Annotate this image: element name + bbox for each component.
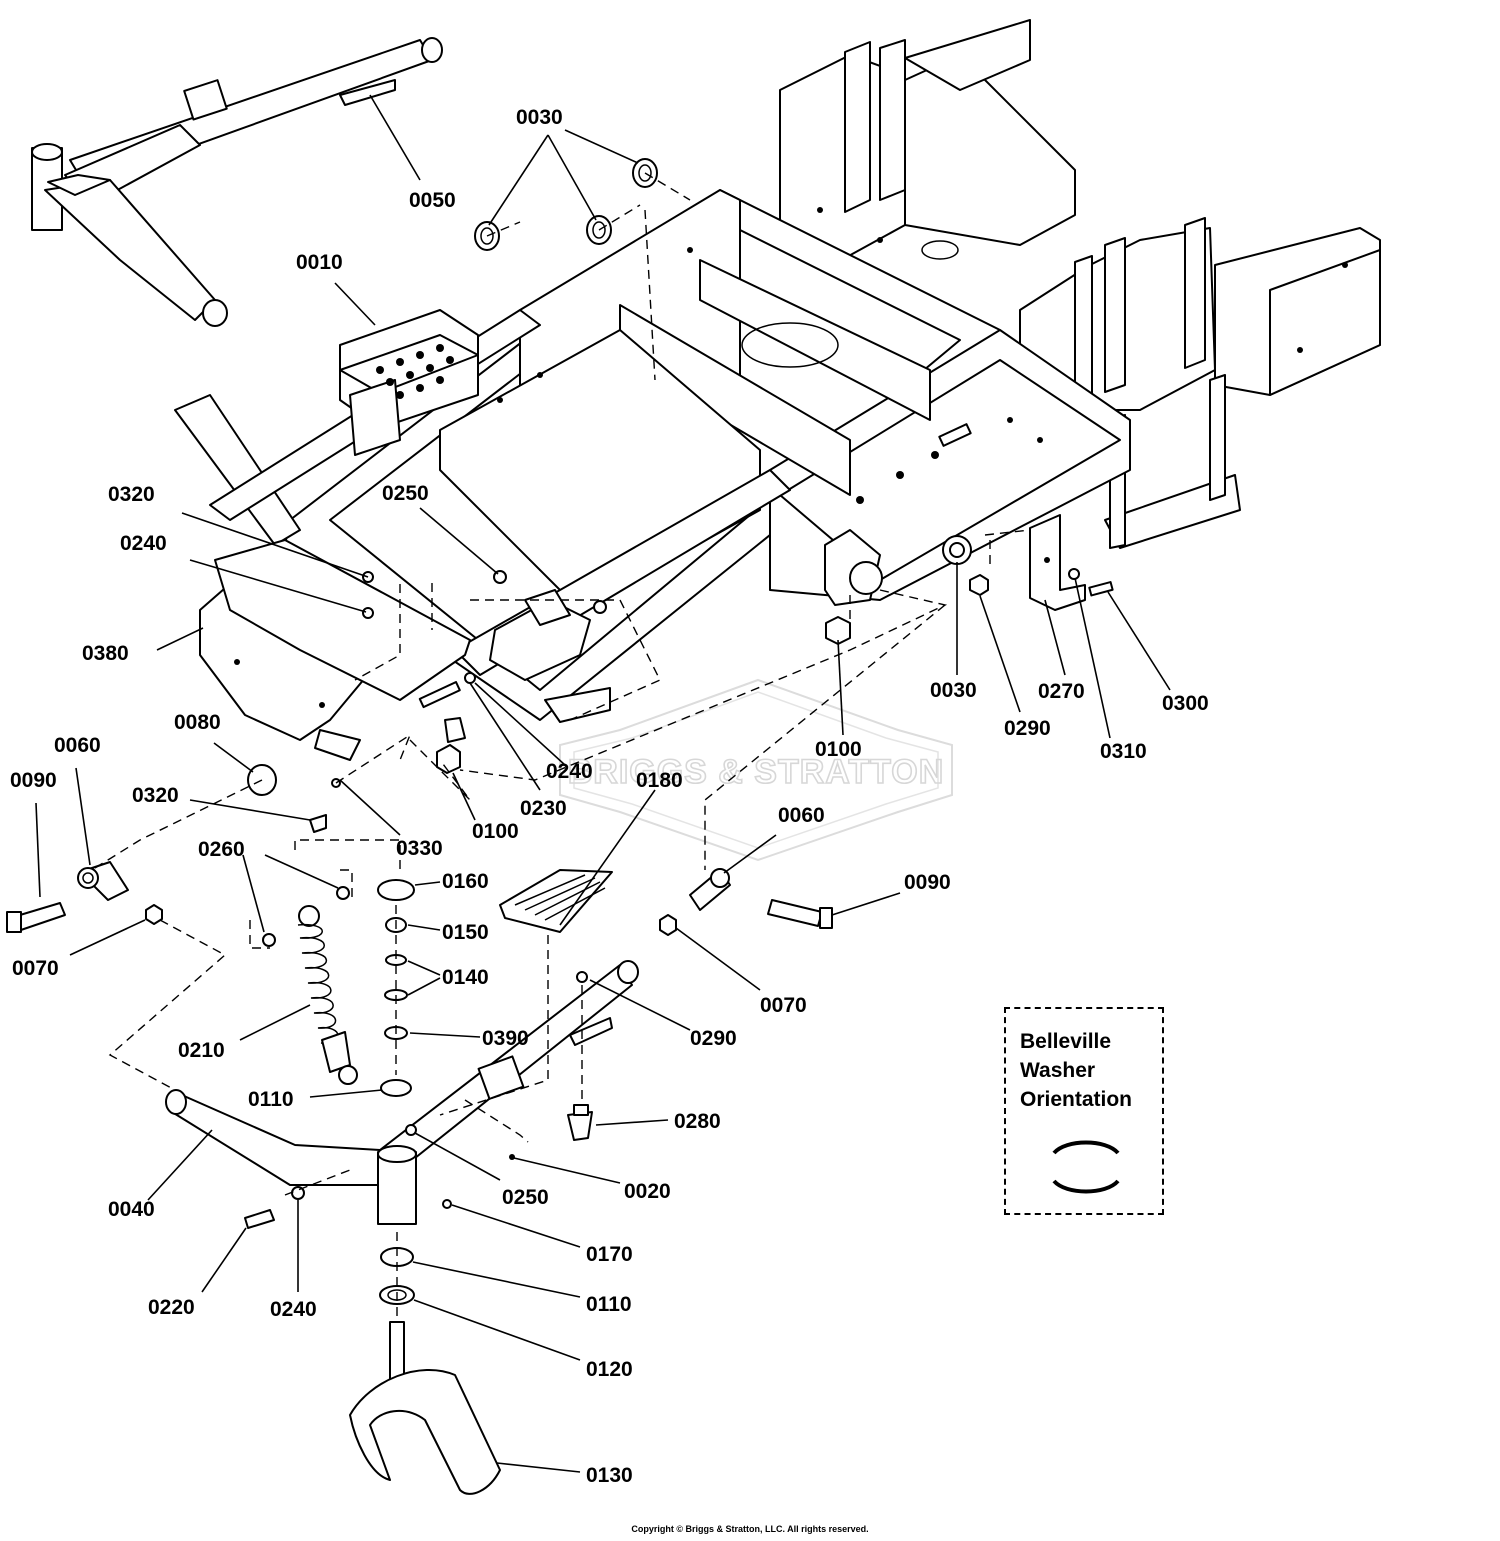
callout-0140: 0140 <box>442 966 489 989</box>
callout-0100-b: 0100 <box>815 738 862 761</box>
callout-0160: 0160 <box>442 870 489 893</box>
callout-0110-b: 0110 <box>586 1293 632 1316</box>
callout-0250-a: 0250 <box>382 482 429 505</box>
callout-0100-a: 0100 <box>472 820 519 843</box>
callout-0280: 0280 <box>674 1110 721 1133</box>
front-pivot-bracket <box>362 570 989 774</box>
callout-0330: 0330 <box>396 837 443 860</box>
callout-0070-a: 0070 <box>12 957 59 980</box>
caster-fork <box>349 1321 501 1495</box>
callout-0020: 0020 <box>624 1180 671 1203</box>
belleville-washer-icon <box>1052 1140 1120 1194</box>
callout-0150: 0150 <box>442 921 489 944</box>
footrest-bracket <box>339 309 479 456</box>
side-bracket <box>1029 514 1114 611</box>
callout-0210: 0210 <box>178 1039 225 1062</box>
orientation-title-line3: Orientation <box>1020 1088 1133 1111</box>
callout-0240-c: 0240 <box>270 1298 317 1321</box>
callout-0180: 0180 <box>636 769 683 792</box>
callout-0170: 0170 <box>586 1243 633 1266</box>
orientation-title-line2: Washer <box>1020 1059 1096 1082</box>
lower-bearings <box>379 1247 415 1305</box>
callout-0090-a: 0090 <box>10 769 57 792</box>
callout-0010: 0010 <box>296 251 343 274</box>
rear-axle-arm <box>31 37 443 327</box>
orientation-title: Belleville Washer Orientation <box>1020 1027 1132 1114</box>
callout-0320-a: 0320 <box>108 483 155 506</box>
left-tie-rod <box>6 764 341 933</box>
callout-0080: 0080 <box>174 711 221 734</box>
callout-0240-a: 0240 <box>120 532 167 555</box>
callout-0130: 0130 <box>586 1464 633 1487</box>
callout-0060-a: 0060 <box>54 734 101 757</box>
callout-0070-b: 0070 <box>760 994 807 1017</box>
callout-0220: 0220 <box>148 1296 195 1319</box>
callout-0060-b: 0060 <box>778 804 825 827</box>
callout-0380: 0380 <box>82 642 129 665</box>
assembly-dashed-lines <box>94 172 1031 1320</box>
step-pad <box>499 869 613 933</box>
callout-labels: 0050 0030 0010 0320 0250 0240 0380 0080 … <box>10 106 1209 1487</box>
callout-0310: 0310 <box>1100 740 1147 763</box>
callout-0120: 0120 <box>586 1358 633 1381</box>
callout-0260: 0260 <box>198 838 245 861</box>
callout-0110-a: 0110 <box>248 1088 294 1111</box>
side-shield <box>199 539 471 761</box>
callout-0290-b: 0290 <box>690 1027 737 1050</box>
brand-watermark: BRIGGS & STRATTON <box>559 678 953 862</box>
callout-0250-b: 0250 <box>502 1186 549 1209</box>
callout-0090-b: 0090 <box>904 871 951 894</box>
front-axle-beam <box>165 960 639 1225</box>
orientation-title-line1: Belleville <box>1020 1030 1112 1053</box>
main-frame <box>174 19 1381 723</box>
callout-0050: 0050 <box>409 189 456 212</box>
callout-0270: 0270 <box>1038 680 1085 703</box>
callout-0290-a: 0290 <box>1004 717 1051 740</box>
right-tie-rod <box>659 868 833 936</box>
callout-0230: 0230 <box>520 797 567 820</box>
callout-0040: 0040 <box>108 1198 155 1221</box>
callout-0030-top: 0030 <box>516 106 563 129</box>
callout-0030-side: 0030 <box>930 679 977 702</box>
lower-hardware <box>244 1186 305 1229</box>
callout-0300: 0300 <box>1162 692 1209 715</box>
callout-0320-b: 0320 <box>132 784 179 807</box>
callout-0390: 0390 <box>482 1027 529 1050</box>
belleville-washer-orientation-box: Belleville Washer Orientation <box>1004 1007 1164 1215</box>
copyright-notice: Copyright © Briggs & Stratton, LLC. All … <box>631 1524 869 1534</box>
leader-lines <box>35 94 1171 1473</box>
shock-absorber <box>262 886 358 1085</box>
callout-0240-b: 0240 <box>546 760 593 783</box>
